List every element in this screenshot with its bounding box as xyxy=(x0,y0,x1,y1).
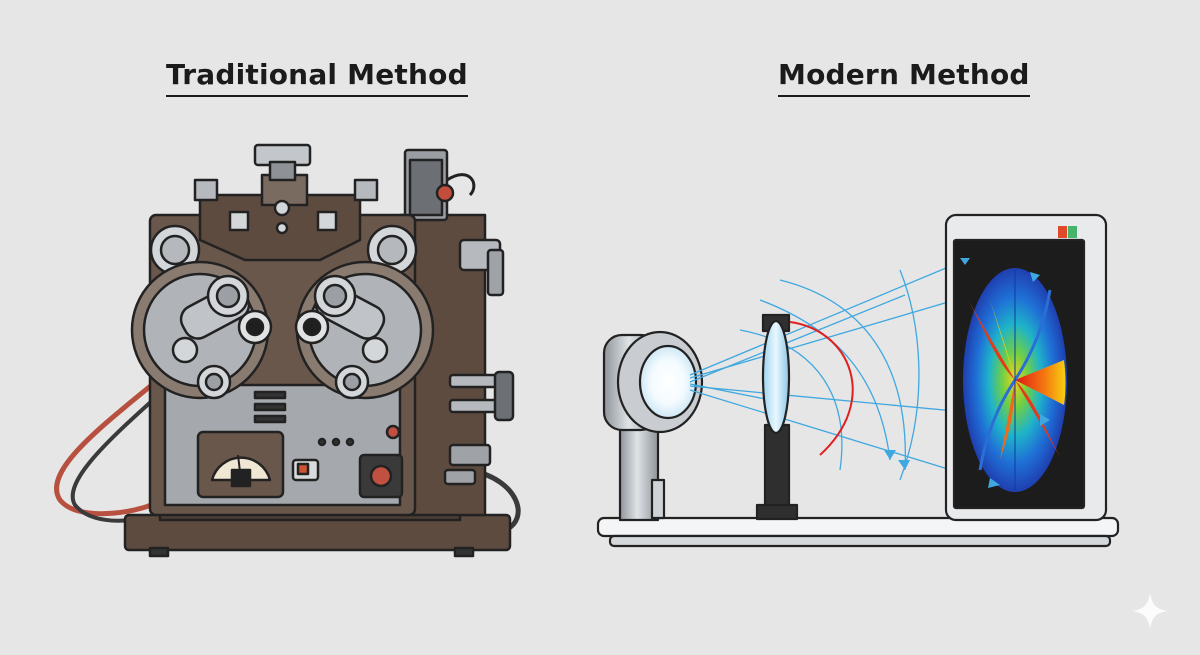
wavefront-map xyxy=(963,268,1067,492)
left-cable-red xyxy=(54,368,172,517)
wavefront-arc xyxy=(789,321,854,456)
traditional-method-title: Traditional Method xyxy=(166,58,468,97)
test-lens xyxy=(761,319,791,435)
control-knob xyxy=(369,464,393,488)
optical-bench xyxy=(596,213,1120,548)
light-emitter xyxy=(638,344,698,420)
modern-method-title: Modern Method xyxy=(778,58,1030,97)
phoropter-machine xyxy=(54,143,521,558)
sparkle-icon xyxy=(1132,593,1168,629)
